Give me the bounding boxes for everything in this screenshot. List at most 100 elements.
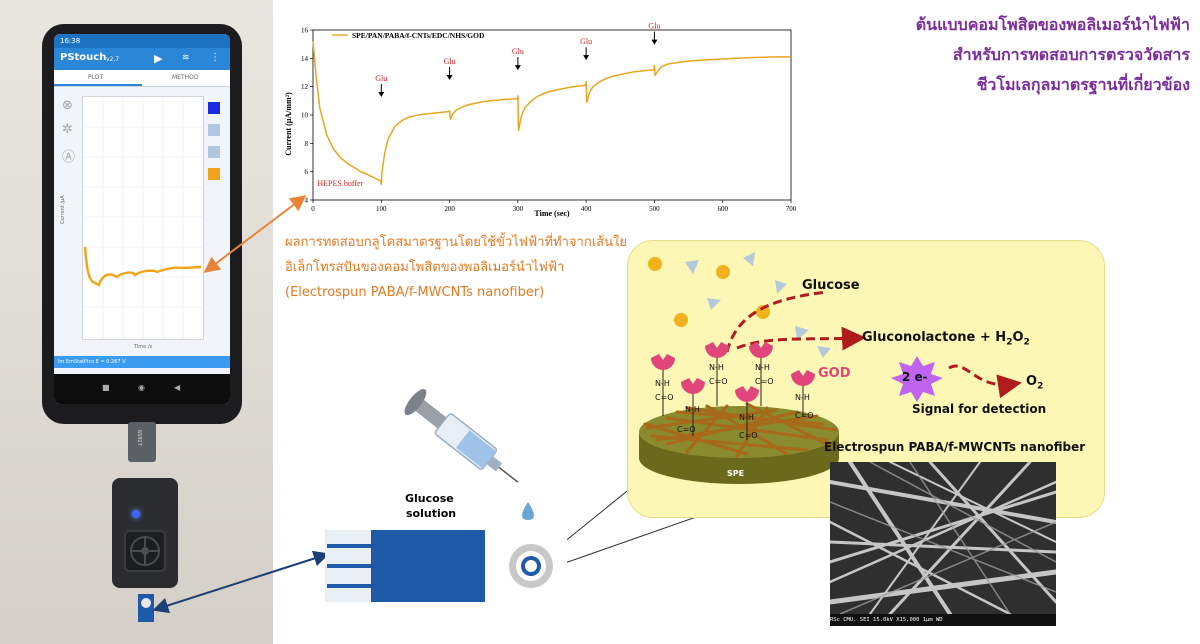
phone-bottom-status: lm EmStatPico E = 0.267 V: [54, 356, 230, 368]
tab-plot[interactable]: PLOT: [88, 74, 104, 81]
orange-link-arrow: [203, 195, 307, 273]
y-tick-label: 4: [305, 197, 309, 205]
glucose-molecule: [648, 257, 662, 271]
signal-icon[interactable]: ≋: [182, 53, 190, 63]
glucose-solution-label-2: solution: [406, 507, 457, 520]
annotation-arrow-head: [583, 55, 590, 61]
caption-line-1: ผลการทดสอบกลูโคสมาตรฐานโดยใช้ขั้วไฟฟ้าที…: [285, 235, 627, 250]
annotation-label: Glu: [375, 74, 387, 83]
x-tick-label: 0: [311, 205, 315, 213]
x-tick-label: 100: [376, 205, 387, 213]
y-tick-label: 10: [301, 112, 309, 120]
app-name: PStouch: [60, 52, 107, 63]
gluconolactone-text: Gluconolactone + H: [862, 330, 1007, 345]
annotation-label: Glu: [512, 47, 524, 56]
co-label: C=O: [739, 431, 758, 440]
sem-info-bar: RSc CMU. SEI 15.0kV X15,000 1μm WD: [830, 614, 1056, 626]
fan-icon: [130, 536, 160, 566]
menu-icon[interactable]: ⋮: [210, 52, 220, 63]
sem-image: RSc CMU. SEI 15.0kV X15,000 1μm WD: [830, 462, 1056, 626]
annotation-arrow-head: [651, 39, 658, 45]
y-tick-label: 14: [301, 55, 309, 63]
inserted-strip-electrode: [141, 598, 151, 608]
glucose-molecule: [756, 305, 770, 319]
title-line-1: ต้นแบบคอมโพสิตของพอลิเมอร์นำไฟฟ้า: [915, 15, 1190, 34]
swatch-gray-2[interactable]: [208, 146, 220, 158]
swatch-orange[interactable]: [208, 168, 220, 180]
gluconolactone-molecule: [707, 298, 721, 310]
enzyme-linkers: [662, 358, 804, 440]
y-tick-label: 6: [305, 168, 309, 176]
series-line: [312, 41, 791, 186]
sem-fibers: [830, 462, 1056, 616]
chart-legend: SPE/PAN/PABA/f-CNTs/EDC/NHS/GOD: [352, 31, 485, 40]
glucose-drop: [522, 502, 534, 520]
god-enzyme: [705, 342, 729, 358]
nh-label: N-H: [795, 393, 810, 402]
result-caption: ผลการทดสอบกลูโคสมาตรฐานโดยใช้ขั้วไฟฟ้าที…: [285, 230, 645, 305]
nanofiber-mesh: [643, 402, 839, 458]
home-icon[interactable]: ◉: [138, 383, 145, 392]
gluconolactone-molecule: [795, 326, 809, 340]
co-label: C=O: [755, 377, 774, 386]
blue-link-arrow: [152, 550, 330, 614]
annotation-arrow-head: [378, 92, 385, 97]
zoom-icon[interactable]: ⊗: [62, 98, 73, 113]
syringe-needle: [498, 466, 519, 483]
glucose-molecule: [716, 265, 730, 279]
phone-plot-svg: [83, 97, 203, 339]
test-strip: [325, 530, 567, 602]
annotation-label: Glu: [648, 22, 660, 31]
phone-trace: [83, 246, 202, 287]
god-enzyme: [651, 354, 675, 370]
o2-label: O2: [1026, 374, 1043, 392]
swatch-gray-1[interactable]: [208, 124, 220, 136]
strip-electrode-core: [525, 560, 537, 572]
spe-label: SPE: [727, 469, 744, 478]
y-tick-label: 8: [305, 140, 309, 148]
annotation-arrow-head: [446, 75, 453, 80]
app-version: v2.7: [106, 56, 120, 63]
glucose-arrow: [725, 290, 828, 353]
play-icon[interactable]: ▶: [154, 52, 163, 65]
analysis-icon[interactable]: Ⓐ: [62, 150, 76, 165]
gluconolactone-molecule: [685, 260, 699, 274]
back-icon[interactable]: ◀: [174, 383, 181, 392]
app-header: PStouch v2.7 ▶ ≋ ⋮: [54, 48, 230, 70]
mechanism-diagram: N-H C=O N-H C=O N-H C=O N-H C=O N-H C=O …: [639, 252, 1022, 484]
x-tick-label: 700: [786, 205, 797, 213]
co-label: C=O: [795, 411, 814, 420]
x-tick-label: 400: [581, 205, 592, 213]
gluconolactone-molecule: [775, 280, 787, 294]
h2o2-o: O: [1012, 330, 1024, 345]
annotation-label: Glu: [444, 57, 456, 66]
settings-icon[interactable]: ✲: [62, 122, 73, 137]
x-tick-label: 600: [717, 205, 728, 213]
title-line-3: ชีวโมเลกุลมาตรฐานที่เกี่ยวข้อง: [976, 75, 1190, 94]
x-tick-label: 500: [649, 205, 660, 213]
god-enzyme: [681, 378, 705, 394]
h2o2-subscript-o: 2: [1023, 337, 1030, 348]
chart-ylabel: Current (µA/mm²): [284, 92, 293, 156]
annotation-label: Glu: [580, 37, 592, 46]
h2o2-subscript-h: 2: [1006, 337, 1013, 348]
glucose-molecule: [674, 313, 688, 327]
recent-apps-icon[interactable]: ■: [102, 383, 110, 392]
status-time: 16:38: [60, 37, 81, 45]
device-led: [132, 510, 140, 518]
nh-label: N-H: [655, 379, 670, 388]
o2-arrow: [948, 364, 1022, 399]
o2-subscript: 2: [1037, 381, 1044, 392]
swatch-blue[interactable]: [208, 102, 220, 114]
gluconolactone-molecule: [743, 252, 755, 266]
syringe-tip: [486, 456, 503, 472]
god-enzyme: [749, 342, 773, 358]
co-label: C=O: [709, 377, 728, 386]
gluconolactone-molecule: [817, 346, 831, 358]
electron-starburst: [891, 356, 943, 402]
electron-label: 2 e-: [902, 370, 928, 384]
tab-method[interactable]: METHOD: [172, 74, 199, 81]
nh-label: N-H: [685, 405, 700, 414]
god-enzyme: [735, 386, 759, 402]
